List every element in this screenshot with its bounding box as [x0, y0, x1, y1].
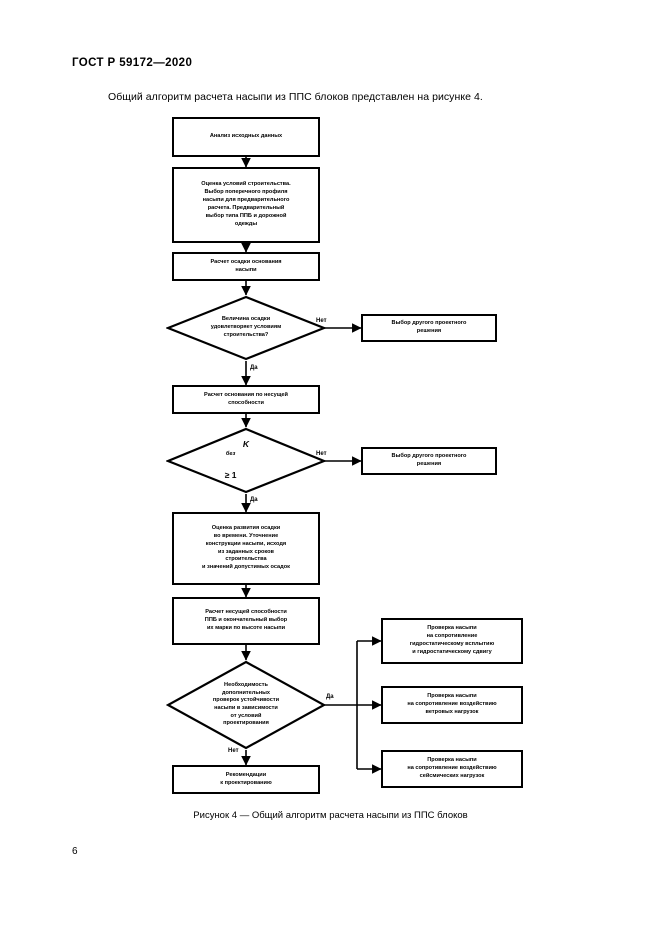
branch-stability-yes: Да [326, 694, 334, 700]
page-number: 6 [72, 846, 78, 857]
branch-stability-no: Нет [228, 748, 239, 754]
document-header: ГОСТ Р 59172—2020 [72, 57, 193, 69]
node-conditions-text: Оценка условий строительства.Выбор попер… [201, 181, 291, 227]
decision-settlement-shape [166, 295, 326, 361]
branch-settlement-no: Нет [316, 318, 327, 324]
decision-safety-factor-shape [166, 427, 326, 494]
figure-caption: Рисунок 4 — Общий алгоритм расчета насып… [193, 810, 468, 821]
decision-stability-checks-shape [166, 660, 326, 750]
node-analysis-text: Анализ исходных данных [209, 133, 283, 140]
branch-settlement-yes: Да [250, 365, 258, 371]
branch-safety-yes: Да [250, 497, 258, 503]
branch-safety-no: Нет [316, 451, 327, 457]
node-conditions: Оценка условий строительства.Выбор попер… [172, 167, 320, 243]
intro-paragraph: Общий алгоритм расчета насыпи из ППС бло… [108, 91, 483, 103]
node-analysis: Анализ исходных данных [172, 117, 320, 157]
